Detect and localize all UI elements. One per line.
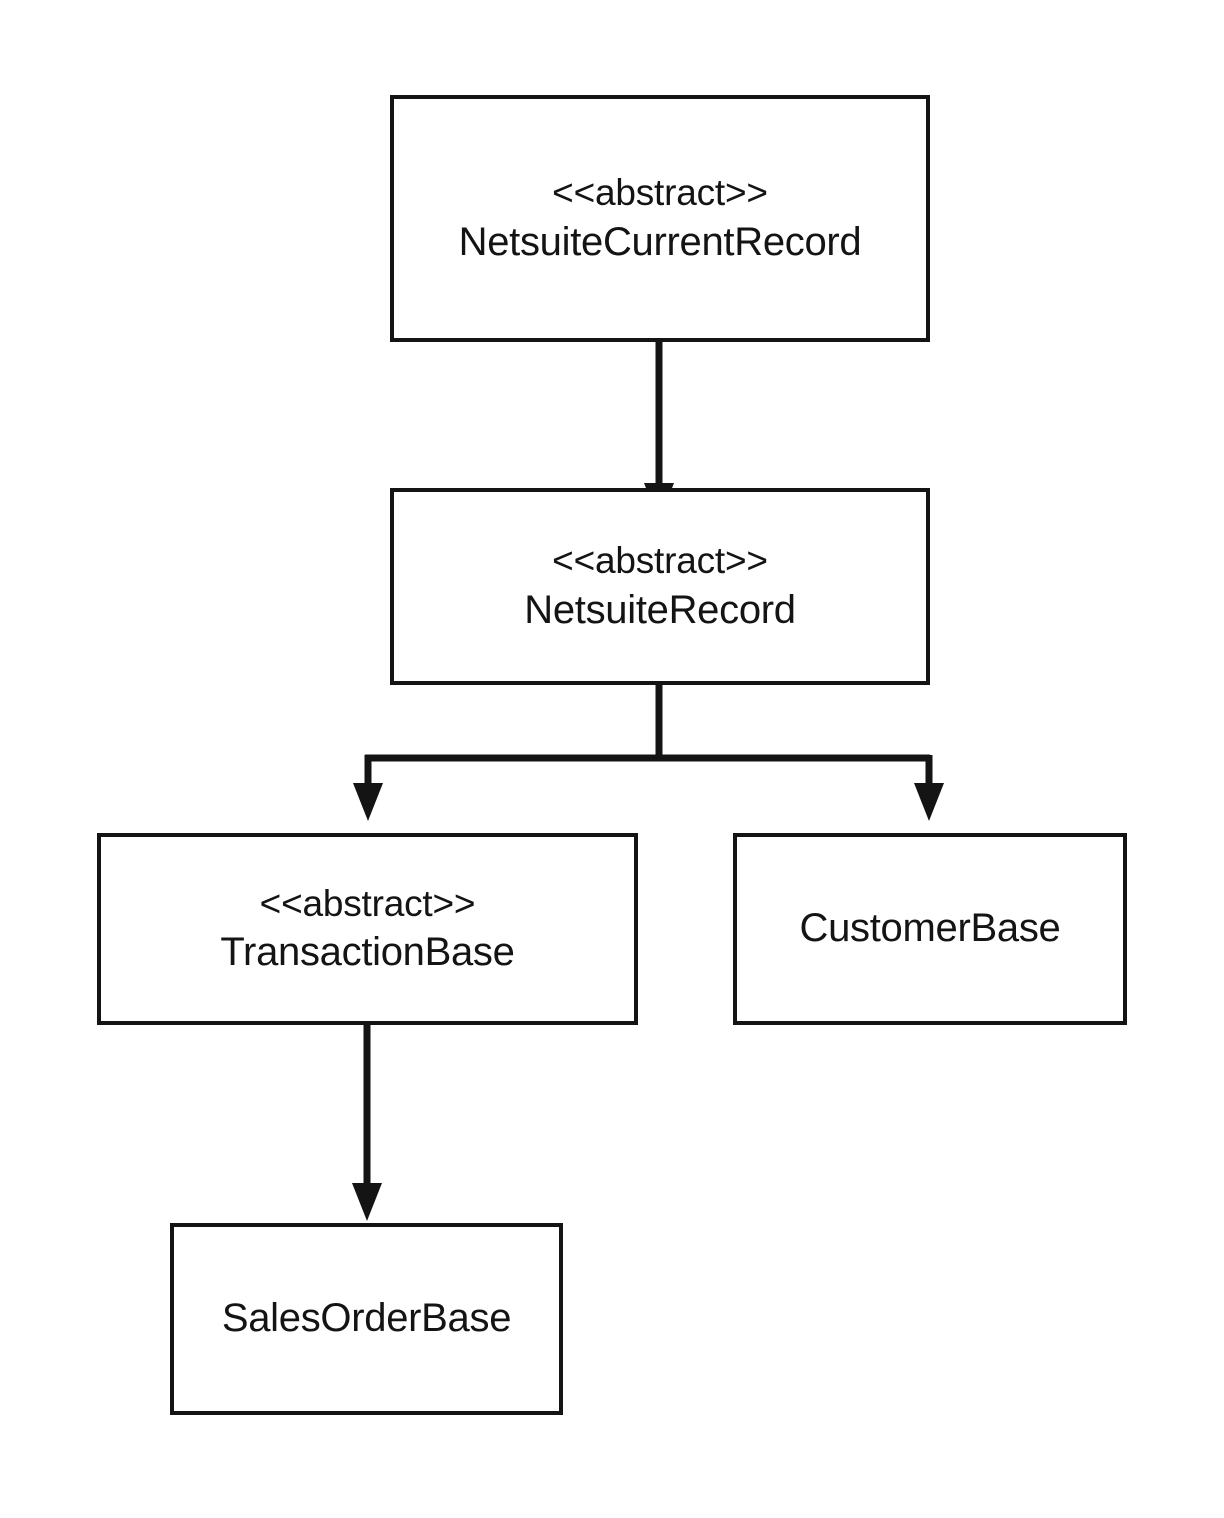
edge-transaction-base-to-sales-order-base bbox=[352, 1025, 382, 1221]
class-stereotype: <<abstract>> bbox=[259, 882, 476, 924]
class-node-customer-base[interactable]: CustomerBase bbox=[733, 833, 1127, 1025]
class-stereotype: <<abstract>> bbox=[552, 540, 768, 582]
class-node-transaction-base[interactable]: <<abstract>> TransactionBase bbox=[97, 833, 638, 1025]
class-node-netsuite-current-record[interactable]: <<abstract>> NetsuiteCurrentRecord bbox=[390, 95, 930, 342]
edge-record-to-transaction-base bbox=[353, 755, 383, 821]
edge-record-fork bbox=[365, 685, 930, 762]
class-name: CustomerBase bbox=[799, 906, 1061, 951]
class-name: SalesOrderBase bbox=[221, 1296, 512, 1341]
edge-record-to-customer-base bbox=[914, 755, 944, 821]
class-name: NetsuiteRecord bbox=[524, 587, 796, 632]
class-name: TransactionBase bbox=[220, 930, 515, 975]
class-stereotype: <<abstract>> bbox=[552, 172, 768, 214]
class-name: NetsuiteCurrentRecord bbox=[458, 219, 862, 264]
class-node-netsuite-record[interactable]: <<abstract>> NetsuiteRecord bbox=[390, 488, 930, 685]
class-node-sales-order-base[interactable]: SalesOrderBase bbox=[170, 1223, 563, 1415]
